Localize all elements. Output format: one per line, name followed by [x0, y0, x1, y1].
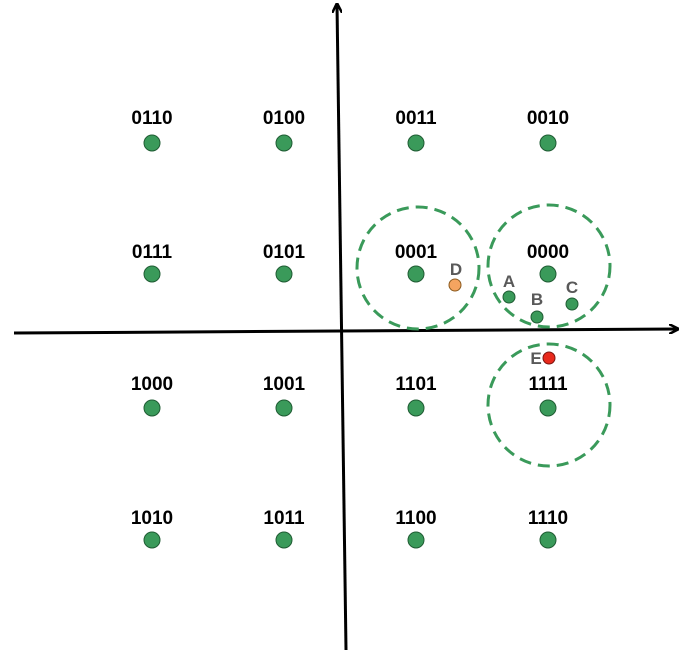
constellation-point [407, 399, 425, 417]
constellation-point [275, 134, 293, 152]
point-label-d: D [450, 260, 462, 279]
received-points: A B C D E [448, 260, 579, 368]
received-point-e [542, 351, 556, 365]
code-label: 0100 [263, 108, 305, 129]
constellation-point [407, 531, 425, 549]
code-label: 1001 [263, 374, 306, 395]
point-label-a: A [503, 272, 515, 291]
point-label-c: C [566, 278, 578, 297]
decision-circle-1111 [486, 342, 612, 468]
point-label-b: B [531, 290, 543, 309]
code-label: 0001 [395, 242, 438, 263]
constellation-point [143, 531, 161, 549]
code-label: 1101 [395, 374, 437, 395]
constellation-point [407, 134, 425, 152]
decision-circle-0000 [486, 203, 612, 329]
received-point-d [448, 278, 462, 292]
y-axis [337, 4, 348, 651]
code-label: 1000 [131, 374, 173, 395]
code-label: 1110 [528, 508, 568, 529]
constellation-point [539, 134, 557, 152]
received-point-c [565, 297, 579, 311]
constellation-point [407, 265, 425, 283]
code-label: 0111 [132, 242, 173, 263]
constellation-point [275, 265, 293, 283]
code-label: 0101 [263, 242, 306, 263]
x-axis [13, 329, 678, 335]
constellation-point [275, 531, 293, 549]
code-label: 1100 [395, 508, 436, 529]
code-label: 1010 [131, 508, 173, 529]
decision-circle-0001 [355, 205, 481, 331]
constellation-point [143, 399, 161, 417]
code-label: 0010 [527, 108, 569, 129]
code-label: 0011 [395, 108, 437, 129]
constellation-points: 0110 0100 0011 0010 0111 0101 0001 0000 … [131, 108, 569, 549]
code-label: 0110 [131, 108, 172, 129]
code-label: 1011 [263, 508, 305, 529]
constellation-point [539, 531, 557, 549]
code-label: 1111 [528, 374, 568, 395]
received-point-a [502, 290, 516, 304]
point-label-e: E [530, 349, 541, 368]
constellation-point [143, 265, 161, 283]
constellation-point [143, 134, 161, 152]
received-point-b [530, 310, 544, 324]
constellation-point [275, 399, 293, 417]
constellation-point [539, 399, 557, 417]
constellation-point [539, 265, 557, 283]
code-label: 0000 [527, 242, 569, 263]
